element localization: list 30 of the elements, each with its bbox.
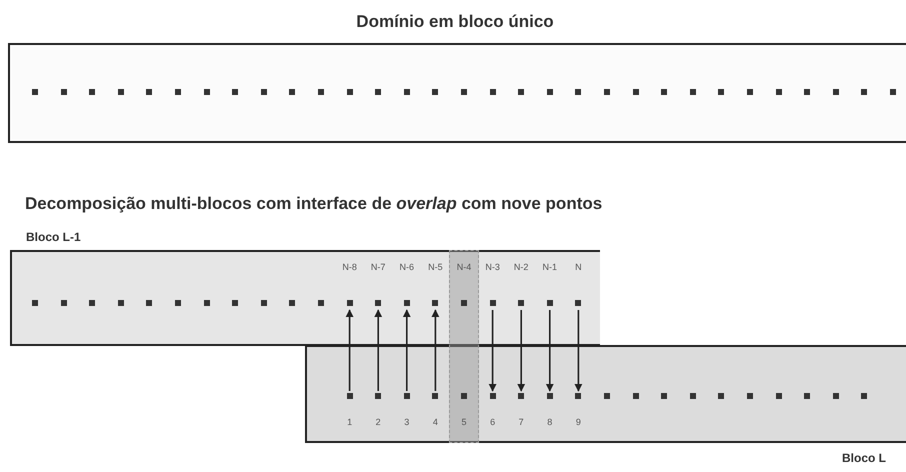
block-label: Bloco L-1 [26, 230, 81, 244]
point-label: N-2 [512, 262, 530, 272]
arrow [517, 310, 526, 392]
point-label: 6 [489, 417, 496, 427]
arrow [402, 309, 411, 391]
point-label: 8 [546, 417, 554, 427]
point-label: N [574, 262, 583, 272]
point-label: N-3 [484, 262, 501, 272]
point-label: N-6 [398, 262, 416, 272]
arrow [346, 309, 354, 391]
arrow [431, 309, 440, 391]
arrow [574, 310, 582, 392]
point-label: N-8 [341, 262, 358, 272]
point-label: N-5 [427, 262, 444, 272]
block-label: Bloco L [842, 451, 886, 465]
point-label: N-7 [370, 262, 386, 272]
point-label: 2 [374, 417, 382, 427]
point-label: N-4 [456, 262, 472, 272]
point-label: 1 [346, 417, 354, 427]
point-label: 3 [403, 417, 410, 427]
point-label: 4 [432, 417, 439, 427]
block-title: Domínio em bloco único [355, 12, 555, 32]
arrow [546, 310, 554, 392]
point-label: 7 [518, 417, 525, 427]
section-title: Decomposição multi-blocos com interface de overlap com nove pontos [25, 194, 602, 214]
point-label: N-1 [542, 262, 558, 272]
point-label: 9 [574, 417, 582, 427]
point-label: 5 [460, 417, 468, 427]
arrow [488, 310, 497, 392]
arrow [374, 309, 382, 391]
